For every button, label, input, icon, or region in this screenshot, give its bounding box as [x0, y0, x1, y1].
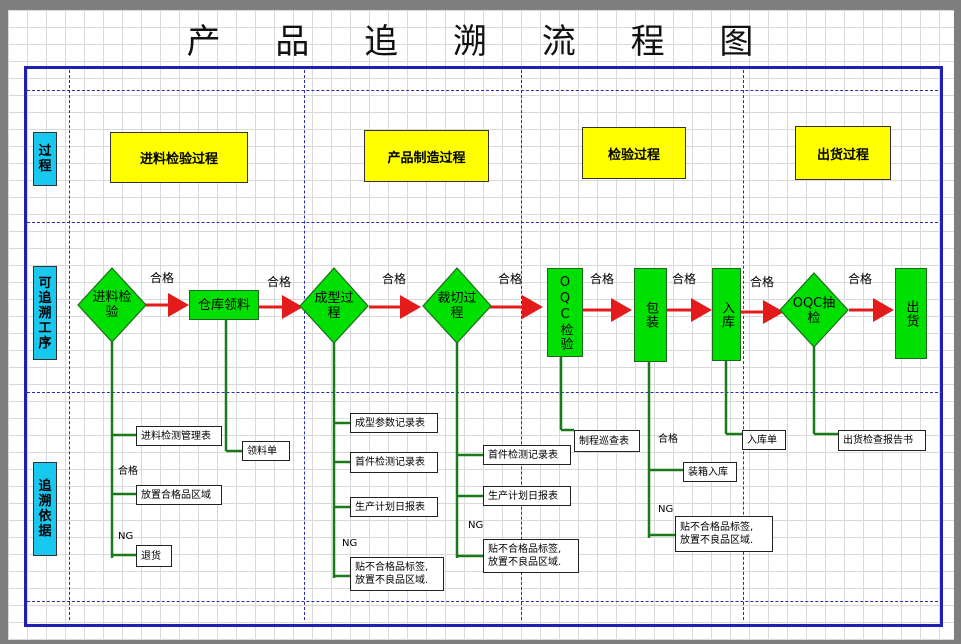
step-shipping: 出货: [895, 268, 927, 359]
phase-incoming-inspection: 进料检验过程: [110, 132, 248, 183]
step-oqc-inspection: OQC检验: [547, 268, 583, 357]
doc-forming-ng-line: 放置不良品区域.: [355, 575, 429, 586]
doc-forming-params: 成型参数记录表: [350, 413, 438, 433]
doc-cutting-first-piece: 首件检测记录表: [483, 445, 571, 465]
flow-pass-label: 合格: [267, 275, 292, 289]
outer-frame: [24, 66, 943, 627]
doc-warehouse-slip: 入库单: [742, 430, 786, 450]
doc-patrol-check: 制程巡查表: [574, 430, 640, 452]
ng-label: NG: [118, 531, 134, 542]
doc-pass-area: 放置合格品区域: [136, 485, 222, 505]
doc-forming-plan: 生产计划日报表: [350, 497, 438, 517]
flow-pass-label: 合格: [750, 275, 775, 289]
diagram-title: 产 品 追 溯 流 程 图: [186, 22, 776, 62]
lane-divider: [27, 90, 943, 91]
doc-forming-ng: 贴不合格品标签, 放置不良品区域.: [350, 557, 444, 591]
decision-oqc-sampling: [779, 272, 849, 348]
doc-cutting-plan: 生产计划日报表: [483, 486, 571, 506]
doc-cutting-ng-line: 放置不良品区域.: [488, 557, 562, 568]
doc-incoming-record: 进料检测管理表: [136, 426, 222, 446]
flow-pass-label: 合格: [150, 271, 175, 285]
step-oqc-sampling: OQC抽检: [792, 296, 836, 326]
lane-divider: [304, 70, 305, 620]
step-cutting: 裁切过程: [437, 291, 477, 321]
ng-label: NG: [342, 538, 358, 549]
doc-forming-ng-line: 贴不合格品标签,: [355, 562, 429, 573]
lane-divider: [743, 70, 744, 620]
lane-divider: [27, 392, 943, 393]
decision-cutting: [422, 267, 492, 344]
flow-pass-label: 合格: [590, 272, 615, 286]
doc-return: 退货: [136, 545, 172, 567]
step-incoming-inspection: 进料检验: [92, 290, 132, 320]
doc-packing-ng-line: 贴不合格品标签,: [680, 522, 754, 533]
phase-shipping: 出货过程: [795, 126, 891, 180]
row-label-traceable-steps: 可追溯工序: [33, 266, 57, 360]
flow-pass-label: 合格: [848, 272, 873, 286]
doc-cutting-ng: 贴不合格品标签, 放置不良品区域.: [483, 539, 579, 573]
decision-incoming-inspection: [77, 267, 147, 343]
row-label-process: 过程: [33, 132, 57, 186]
step-packing: 包装: [634, 268, 667, 362]
decision-forming: [299, 267, 369, 344]
doc-packing-ng-line: 放置不良品区域.: [680, 535, 754, 546]
doc-pick-list: 领料单: [242, 441, 290, 461]
row-label-trace-basis: 追溯依据: [33, 462, 57, 556]
step-warehouse-pick: 仓库领料: [189, 290, 259, 320]
lane-divider: [521, 70, 522, 620]
doc-cutting-ng-line: 贴不合格品标签,: [488, 544, 562, 555]
lane-divider: [27, 601, 943, 602]
pass-label: 合格: [658, 434, 678, 445]
doc-box-warehousing: 装箱入库: [683, 462, 737, 482]
phase-inspection: 检验过程: [582, 127, 686, 179]
doc-shipping-report: 出货检查报告书: [838, 430, 926, 451]
flow-pass-label: 合格: [382, 272, 407, 286]
step-forming: 成型过程: [314, 291, 354, 321]
doc-packing-ng: 贴不合格品标签, 放置不良品区域.: [675, 516, 773, 552]
lane-divider: [27, 222, 943, 223]
doc-forming-first-piece: 首件检测记录表: [350, 452, 438, 473]
pass-label: 合格: [118, 466, 138, 477]
phase-manufacturing: 产品制造过程: [364, 130, 489, 182]
lane-divider: [69, 70, 70, 620]
connector-lines: [77, 267, 894, 578]
ng-label: NG: [468, 520, 484, 531]
flow-pass-label: 合格: [672, 272, 697, 286]
step-warehousing: 入库: [712, 268, 741, 361]
flow-pass-label: 合格: [498, 272, 523, 286]
ng-label: NG: [658, 504, 674, 515]
diagram-sheet: 产 品 追 溯 流 程 图 过程 可追溯工序 追溯依据 进料检验过程 产品制造过…: [8, 10, 954, 640]
